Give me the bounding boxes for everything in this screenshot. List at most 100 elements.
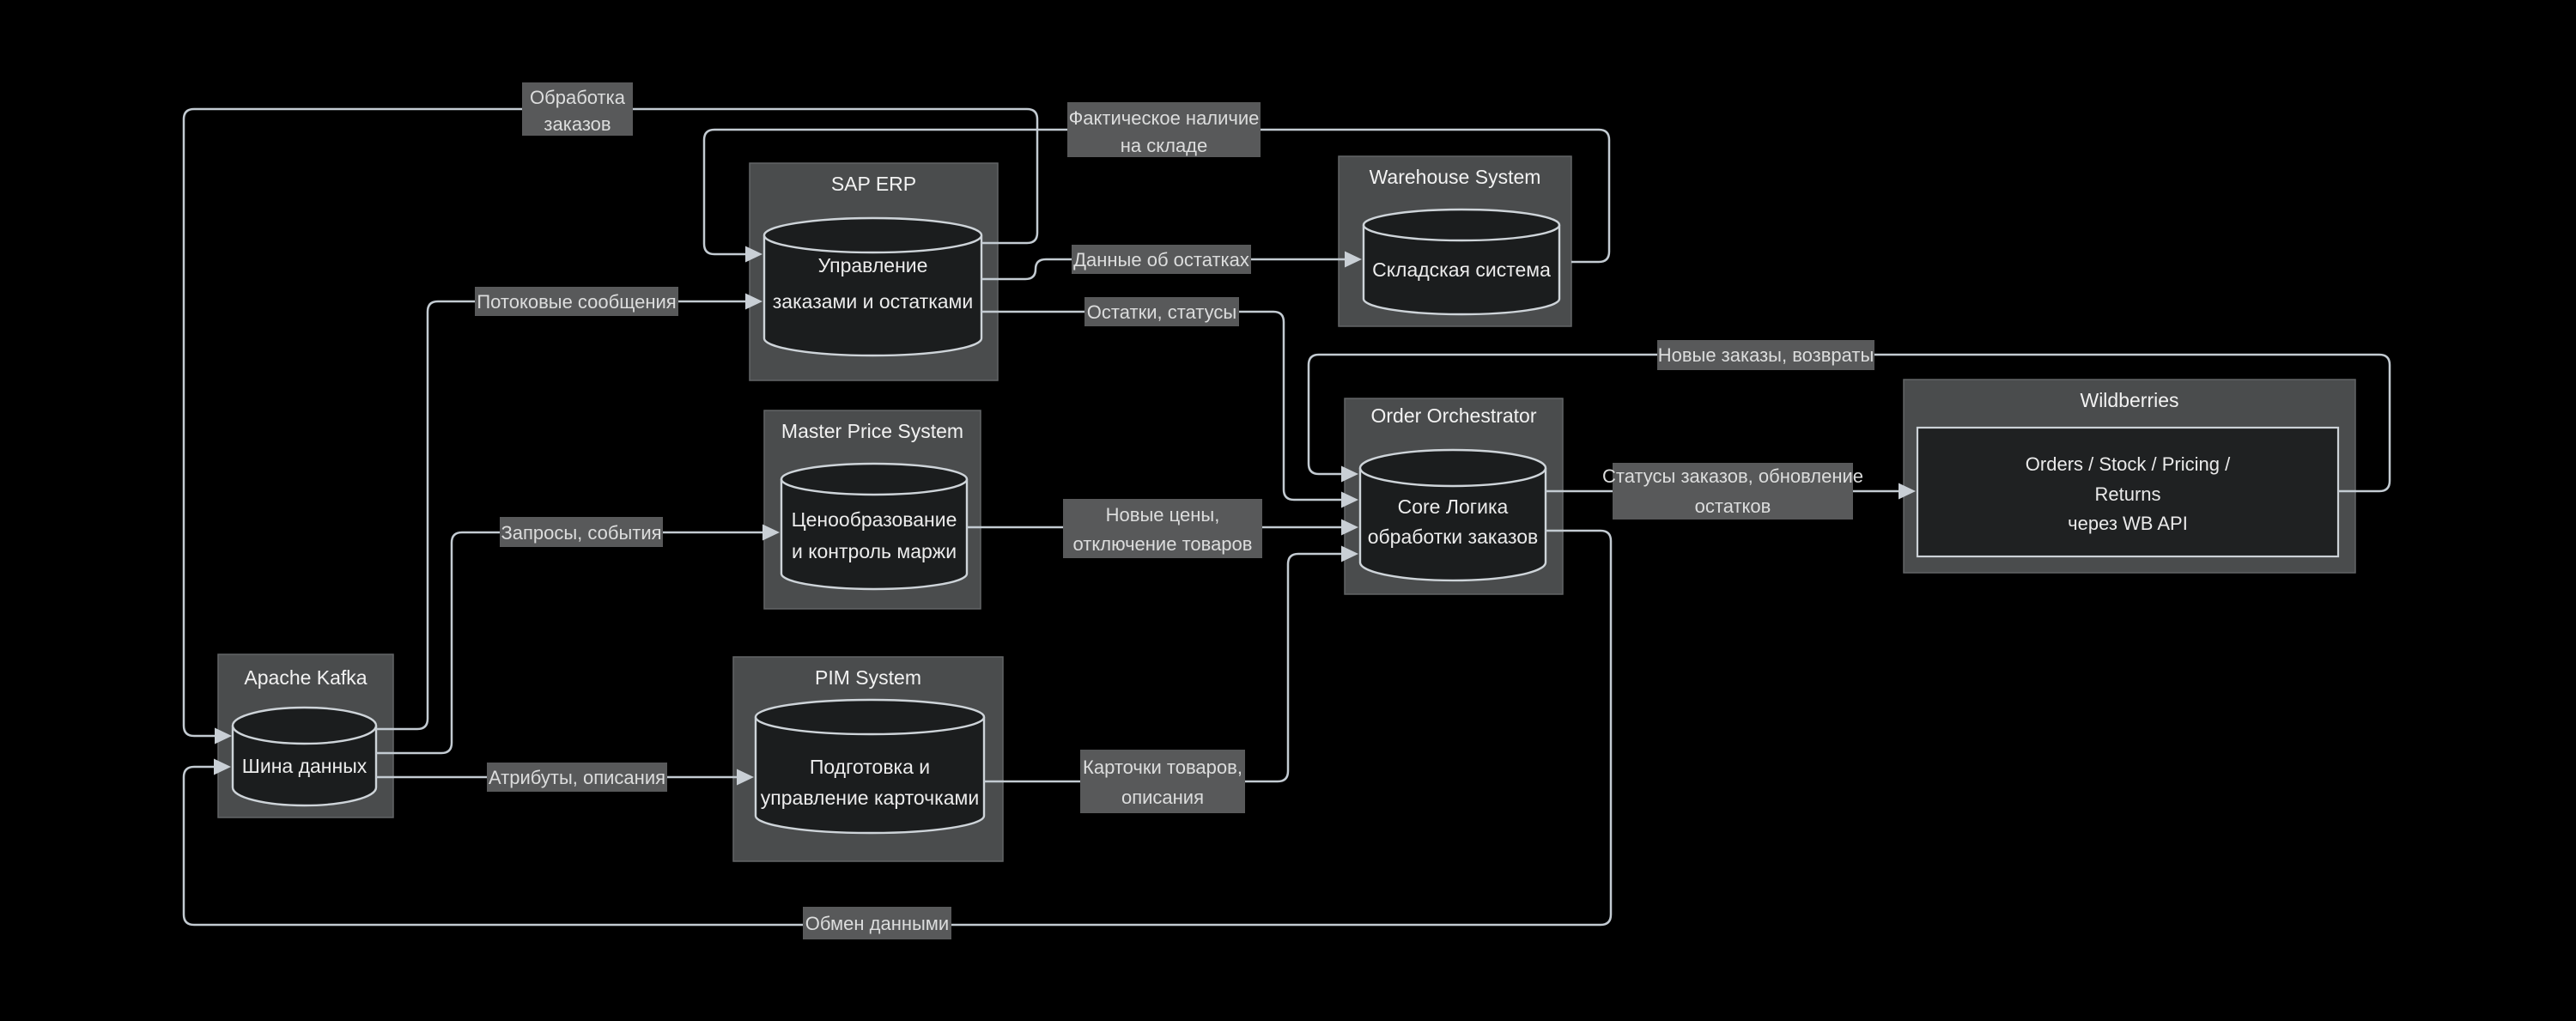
node-sap-erp: SAP ERP Управление заказами и остатками [749, 162, 999, 381]
edge-stock-data-label-bg [1072, 245, 1251, 274]
edge-actual-warehouse-availability-arrowhead-icon [745, 246, 762, 263]
edge-new-orders-returns-label-text: Новые заказы, возвраты [1658, 344, 1874, 366]
edge-actual-warehouse-availability-label-bg [1067, 102, 1261, 157]
edge-order-processing-label: Обработка заказов [522, 82, 633, 136]
edge-order-statuses-stock-update-label-text: Статусы заказов, обновление [1602, 465, 1863, 487]
edge-product-cards-descriptions [984, 545, 1358, 783]
edge-attributes-descriptions-label-bg [487, 763, 667, 792]
edge-stock-data-label: Данные об остатках [1072, 245, 1251, 274]
node-order-orchestrator-label: обработки заказов [1368, 526, 1539, 548]
node-sap-erp-label: Управление [818, 254, 928, 277]
edge-new-prices-product-disable-arrowhead-icon [1341, 519, 1358, 536]
edge-stocks-statuses-arrowhead-icon [1341, 491, 1358, 508]
edge-stocks-statuses-label: Остатки, статусы [1084, 297, 1239, 326]
node-master-price-system-label: и контроль маржи [792, 540, 957, 562]
node-wildberries-inner-label: Orders / Stock / Pricing / [2026, 453, 2231, 475]
edge-actual-warehouse-availability-label-text: на складе [1121, 135, 1208, 156]
node-sap-erp-title: SAP ERP [831, 173, 916, 195]
edge-stocks-statuses-label-bg [1084, 297, 1239, 326]
edge-order-statuses-stock-update-label: Статусы заказов, обновление остатков [1602, 463, 1863, 520]
edge-stock-data-arrowhead-icon [1345, 251, 1362, 268]
edge-new-orders-returns-label: Новые заказы, возвраты [1657, 340, 1874, 370]
edge-requests-events-line [376, 531, 769, 755]
edge-order-processing-label-text: заказов [544, 113, 611, 135]
edge-stream-messages [376, 293, 762, 731]
node-wildberries-inner-label: через WB API [2068, 513, 2188, 534]
edge-requests-events-arrowhead-icon [762, 524, 780, 541]
edge-new-prices-product-disable-label: Новые цены, отключение товаров [1063, 499, 1262, 558]
node-apache-kafka-cylinder-top [231, 706, 378, 745]
edge-requests-events-label: Запросы, события [500, 517, 663, 547]
edge-data-exchange-arrowhead-icon [214, 758, 231, 775]
edge-requests-events-label-text: Запросы, события [501, 522, 661, 544]
edge-new-prices-product-disable-label-bg [1063, 499, 1262, 558]
edge-order-processing-label-text: Обработка [530, 87, 626, 108]
node-master-price-system-label: Ценообразование [792, 508, 957, 531]
node-warehouse-system-cylinder-top [1362, 208, 1561, 242]
node-wildberries-inner-label: Returns [2094, 483, 2160, 505]
edge-order-statuses-stock-update-label-bg [1613, 463, 1853, 520]
node-pim-system-cylinder-top [754, 698, 986, 736]
node-sap-erp-cylinder-body [762, 235, 983, 357]
edge-stream-messages-label-text: Потоковые сообщения [477, 291, 676, 313]
node-order-orchestrator-cylinder-body [1358, 468, 1547, 582]
node-apache-kafka-title: Apache Kafka [244, 666, 367, 689]
node-pim-system-cylinder-body [754, 717, 986, 835]
edge-order-statuses-stock-update-label-text: остатков [1695, 495, 1771, 517]
edge-order-statuses-stock-update-arrowhead-icon [1899, 483, 1916, 500]
edge-stocks-statuses-label-text: Остатки, статусы [1087, 301, 1236, 323]
edge-stream-messages-label-bg [475, 287, 678, 316]
edge-product-cards-descriptions-line [984, 552, 1348, 783]
edge-stock-data [981, 251, 1362, 281]
edge-order-processing-arrowhead-icon [215, 727, 232, 744]
edge-product-cards-descriptions-label: Карточки товаров,описания [1080, 750, 1245, 813]
node-wildberries-inner-box [1916, 426, 2340, 558]
node-apache-kafka-cylinder-body [231, 726, 378, 807]
node-sap-erp-label: заказами и остатками [773, 290, 973, 313]
edge-actual-warehouse-availability-label: Фактическое наличие на складе [1067, 102, 1261, 157]
node-wildberries-title: Wildberries [2080, 389, 2178, 411]
node-sap-erp-cylinder-top [762, 216, 983, 254]
edge-actual-warehouse-availability-label-text: Фактическое наличие [1069, 107, 1260, 129]
edge-new-orders-returns-arrowhead-icon [1341, 465, 1358, 483]
edge-stocks-statuses [981, 310, 1358, 508]
edge-data-exchange-label-bg [803, 907, 951, 939]
edge-order-processing-label-bg [522, 82, 633, 136]
node-master-price-system-title: Master Price System [781, 420, 963, 442]
node-pim-system-label: Подготовка и [810, 756, 930, 778]
edge-product-cards-descriptions-label-bg [1080, 750, 1245, 813]
edge-requests-events [376, 524, 780, 755]
node-pim-system-label: управление карточками [761, 787, 979, 809]
edge-new-prices-product-disable-label-text: отключение товаров [1073, 533, 1253, 555]
node-warehouse-system-title: Warehouse System [1370, 166, 1541, 188]
node-warehouse-system-label: Складская система [1372, 258, 1551, 281]
node-order-orchestrator-label: Core Логика [1398, 495, 1509, 518]
edge-attributes-descriptions-arrowhead-icon [737, 769, 754, 786]
edge-new-prices-product-disable-label-text: Новые цены, [1106, 504, 1220, 526]
edge-stock-data-line [981, 258, 1352, 281]
edge-stream-messages-line [376, 300, 752, 731]
edge-product-cards-descriptions-arrowhead-icon [1341, 545, 1358, 562]
edge-requests-events-label-bg [500, 517, 663, 547]
edge-attributes-descriptions-label: Атрибуты, описания [487, 763, 667, 792]
node-master-price-system-cylinder-top [780, 462, 969, 496]
node-pim-system-title: PIM System [815, 666, 921, 689]
edge-stream-messages-label: Потоковые сообщения [475, 287, 678, 316]
node-master-price-system-cylinder-body [780, 479, 969, 591]
edge-new-orders-returns-label-bg [1657, 340, 1874, 370]
edge-stock-data-label-text: Данные об остатках [1073, 249, 1249, 270]
edge-stream-messages-arrowhead-icon [745, 293, 762, 310]
edge-data-exchange-label-text: Обмен данными [805, 913, 949, 934]
node-order-orchestrator-title: Order Orchestrator [1371, 404, 1537, 427]
edge-data-exchange-label: Обмен данными [803, 907, 951, 939]
node-apache-kafka-label: Шина данных [242, 755, 368, 777]
edge-stocks-statuses-line [981, 310, 1348, 501]
edge-product-cards-descriptions-label-text: Карточки товаров, [1083, 757, 1242, 778]
